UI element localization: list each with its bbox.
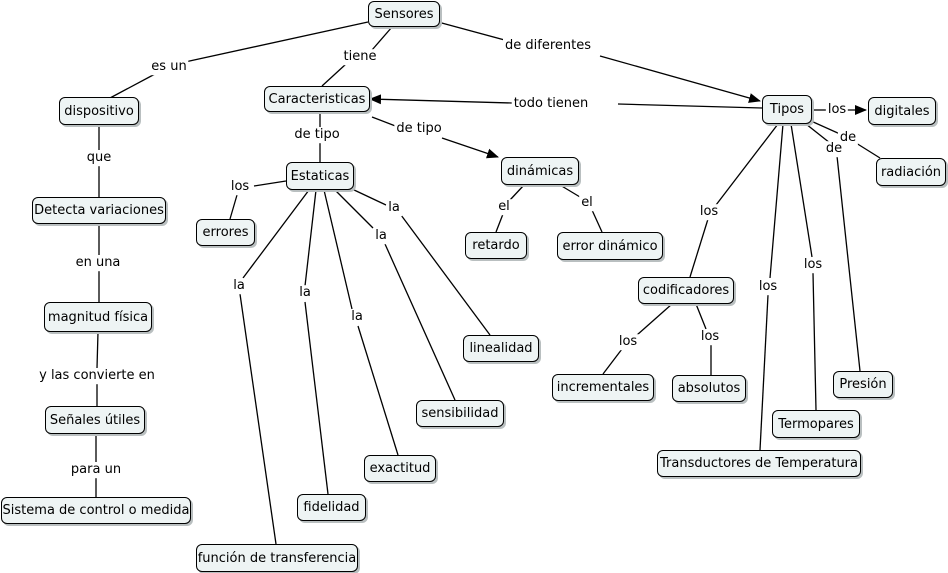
- line-estaticas-la4: [304, 189, 317, 287]
- node-caracteristicas[interactable]: Caracteristicas: [264, 86, 370, 112]
- link-label-los-absolutos: los: [698, 329, 722, 345]
- link-label-la-fidelidad: la: [297, 285, 313, 301]
- node-retardo[interactable]: retardo: [465, 232, 527, 259]
- line-todotienen-caracteristicas: [369, 94, 513, 105]
- link-label-de-tipo-estaticas: de tipo: [292, 127, 342, 143]
- line-los2-codificadores: [689, 218, 709, 278]
- line-tiene-caracteristicas: [321, 63, 347, 87]
- line-dediferentes-tipos: [599, 55, 761, 103]
- link-label-la-exactitud: la: [349, 309, 365, 325]
- line-estaticas-los: [253, 180, 287, 187]
- link-label-es-un: es un: [149, 59, 189, 75]
- link-label-para-un: para un: [68, 462, 124, 478]
- node-dispositivo[interactable]: dispositivo: [59, 97, 139, 125]
- line-detipo2-dinamicas: [441, 137, 499, 159]
- line-la3-exactitud: [357, 325, 399, 456]
- line-estaticas-la5: [242, 189, 310, 279]
- link-label-la-sensibilidad: la: [373, 228, 389, 244]
- line-de1-radiacion: [855, 142, 881, 159]
- node-sensibilidad[interactable]: sensibilidad: [416, 400, 504, 427]
- line-estaticas-la1: [351, 188, 387, 206]
- line-tipos-los4: [769, 123, 784, 279]
- node-presion[interactable]: Presión: [833, 371, 893, 398]
- node-fidelidad[interactable]: fidelidad: [297, 494, 366, 521]
- line-tipos-los2: [715, 123, 779, 206]
- line-la1-linealidad: [400, 214, 491, 336]
- line-tipos-los3: [790, 123, 813, 258]
- node-error-dinamico[interactable]: error dinámico: [557, 232, 663, 260]
- line-tipos-todotienen: [617, 103, 763, 109]
- node-exactitud[interactable]: exactitud: [364, 455, 436, 482]
- line-sensores-tiene: [371, 26, 393, 51]
- line-codif-los6: [695, 303, 707, 330]
- link-label-de-diferentes: de diferentes: [503, 38, 593, 54]
- node-radiacion[interactable]: radiación: [876, 158, 946, 186]
- node-sensores[interactable]: Sensores: [368, 1, 440, 27]
- node-dinamicas[interactable]: dinámicas: [501, 157, 579, 185]
- link-label-tiene: tiene: [341, 49, 379, 65]
- node-linealidad[interactable]: linealidad: [463, 335, 539, 362]
- line-el1-retardo: [495, 213, 504, 233]
- line-el2-error: [591, 209, 603, 233]
- link-label-los-digitales: los: [825, 102, 849, 118]
- line-los3-termopares: [812, 272, 817, 411]
- node-tipos[interactable]: Tipos: [762, 95, 812, 124]
- line-dinamicas-el1: [509, 184, 525, 201]
- link-label-el-error: el: [579, 195, 595, 211]
- link-label-los-codificadores: los: [697, 204, 721, 220]
- node-estaticas[interactable]: Estaticas: [286, 162, 354, 190]
- link-label-el-retardo: el: [496, 199, 512, 215]
- link-label-los-transductores: los: [756, 279, 780, 295]
- line-dinamicas-el2: [559, 184, 581, 198]
- line-la4-fidelidad: [304, 301, 329, 495]
- line-tipos-de2: [805, 123, 831, 144]
- node-termopares[interactable]: Termopares: [772, 410, 860, 438]
- link-label-y-las-convierte-en: y las convierte en: [37, 368, 157, 384]
- line-caract-detipo2: [371, 116, 399, 128]
- link-label-todo-tienen: todo tienen: [511, 96, 591, 112]
- link-label-de-tipo-dinamicas: de tipo: [394, 121, 444, 137]
- line-la2-sensibilidad: [384, 243, 456, 401]
- node-absolutos[interactable]: absolutos: [672, 375, 746, 402]
- line-estaticas-la2: [333, 188, 374, 229]
- line-los-errores: [229, 194, 238, 220]
- link-label-que: que: [84, 150, 114, 166]
- link-label-la-linealidad: la: [386, 200, 402, 216]
- link-label-la-funcion: la: [231, 278, 247, 294]
- node-errores[interactable]: errores: [196, 219, 255, 246]
- link-label-los-termopares: los: [801, 257, 825, 273]
- link-label-los-errores: los: [228, 179, 252, 195]
- line-magnitud-yconvierte: [96, 331, 99, 369]
- node-detecta-variaciones[interactable]: Detecta variaciones: [32, 197, 166, 224]
- line-la5-funcion: [239, 293, 277, 545]
- line-de2-presion: [836, 155, 861, 372]
- link-label-los-incrementales: los: [616, 334, 640, 350]
- line-sensores-esun: [184, 21, 369, 63]
- line-tipos-de1: [810, 120, 841, 135]
- line-codif-los5: [636, 303, 673, 336]
- node-incrementales[interactable]: incrementales: [552, 374, 654, 401]
- line-sensores-dediferentes: [437, 21, 513, 43]
- line-los4-transductores: [759, 294, 769, 451]
- node-funcion-transferencia[interactable]: función de transferencia: [196, 544, 358, 572]
- node-magnitud-fisica[interactable]: magnitud física: [44, 302, 152, 332]
- node-codificadores[interactable]: codificadores: [638, 277, 734, 304]
- link-label-en-una: en una: [73, 255, 123, 271]
- node-senales-utiles[interactable]: Señales útiles: [45, 406, 145, 434]
- node-transductores-temperatura[interactable]: Transductores de Temperatura: [657, 450, 861, 477]
- link-label-de-presion: de: [823, 141, 845, 157]
- line-estaticas-la3: [323, 189, 353, 310]
- line-esun-dispositivo: [109, 73, 156, 99]
- node-digitales[interactable]: digitales: [868, 97, 936, 125]
- line-los5-incrementales: [602, 348, 623, 375]
- node-sistema-control[interactable]: Sistema de control o medida: [1, 497, 191, 524]
